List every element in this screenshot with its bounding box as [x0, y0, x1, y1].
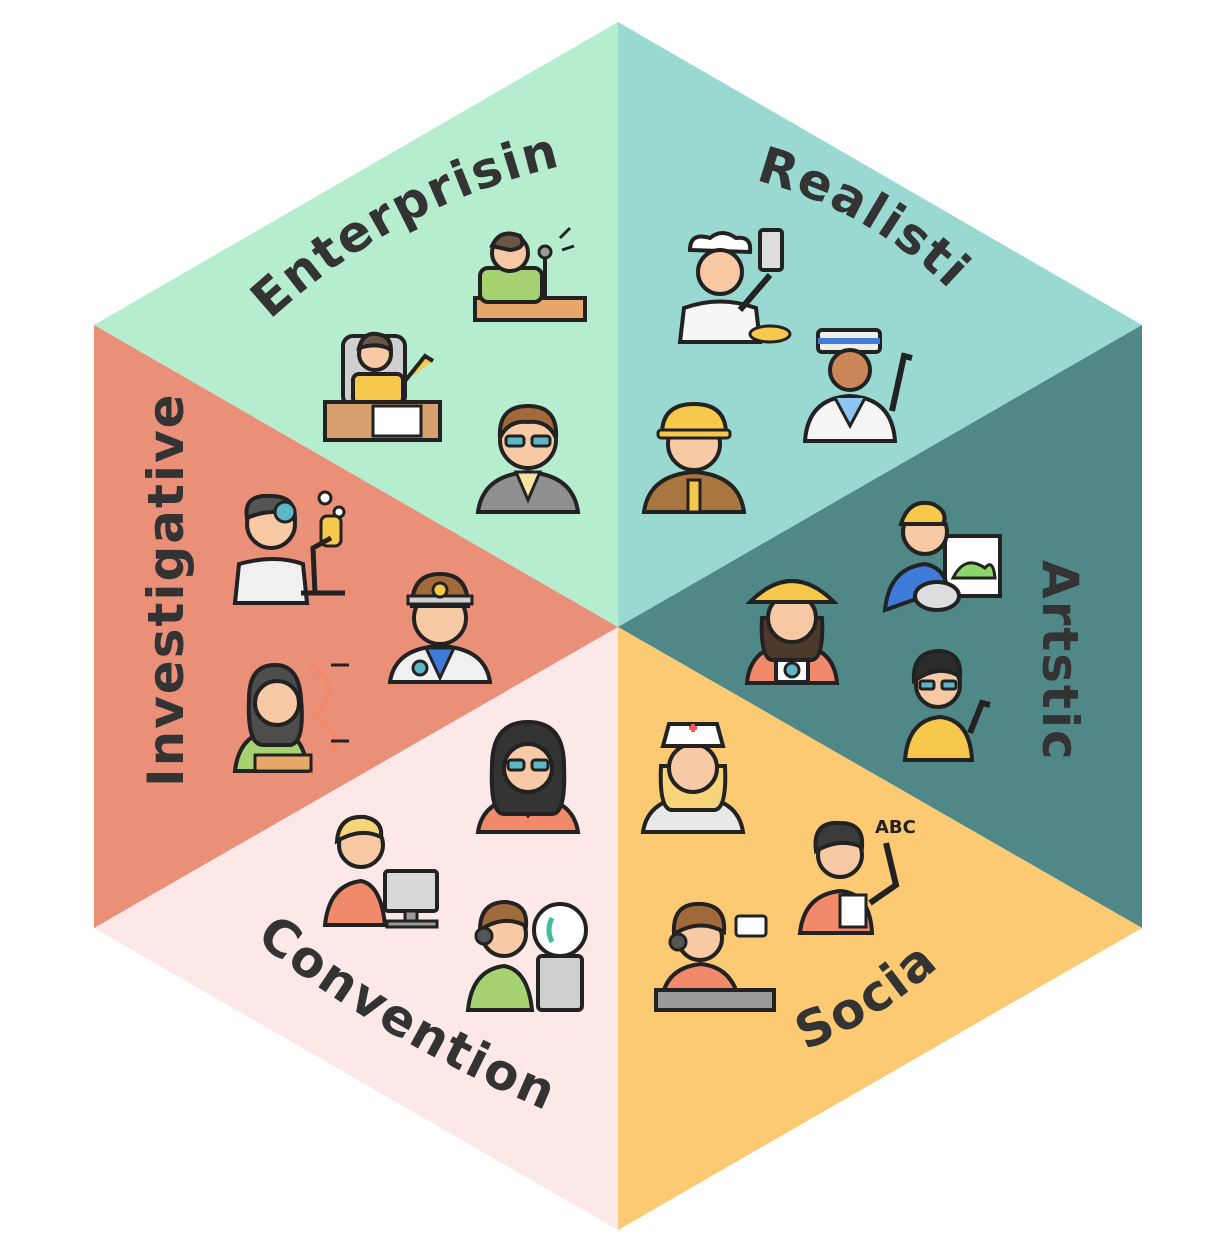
manager-at-desk-icon — [323, 331, 442, 442]
svg-text:ABC: ABC — [875, 817, 916, 838]
label-artistic: Artstic — [1031, 560, 1089, 762]
performer-icon — [902, 648, 991, 762]
segment-realistic — [618, 22, 1142, 627]
painter-at-easel-icon — [882, 501, 1002, 613]
photographer-icon — [744, 579, 840, 685]
segment-social — [618, 627, 1142, 1230]
chef-icon — [677, 228, 792, 344]
woman-with-glasses-icon — [475, 719, 581, 834]
segment-conventional — [94, 627, 618, 1230]
scientist-with-microscope-icon — [232, 490, 346, 605]
segment-investigative — [94, 325, 618, 928]
doctor-icon — [387, 571, 493, 684]
teacher-icon: ABC — [797, 817, 916, 935]
customer-service-agent-icon — [654, 901, 776, 1012]
sailor-icon — [802, 328, 913, 443]
label-investigative: Investigative — [137, 392, 195, 787]
speaker-at-podium-icon — [473, 226, 587, 322]
segment-enterprising — [94, 22, 618, 627]
researcher-dna-icon — [232, 662, 349, 773]
call-center-operator-icon — [465, 899, 588, 1012]
businessman-with-glasses-icon — [475, 403, 581, 514]
construction-worker-icon — [641, 401, 747, 514]
nurse-icon — [640, 722, 746, 834]
segment-artistic — [618, 325, 1142, 928]
office-clerk-at-computer-icon — [322, 814, 439, 929]
